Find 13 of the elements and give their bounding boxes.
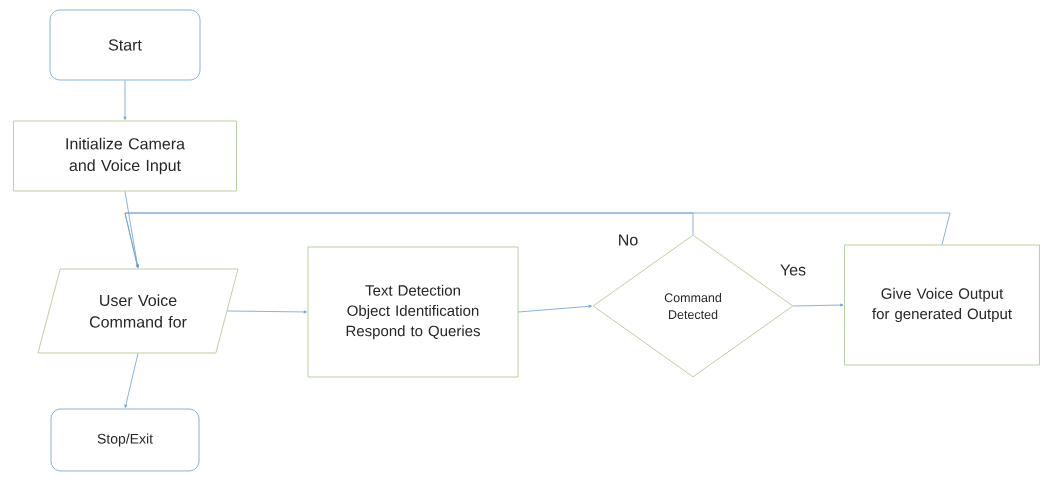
arrow [123,80,127,120]
process-box: Initialize Camera and Voice Input [13,120,237,192]
input-parallelogram: User Voice Command for [37,268,239,354]
process-box: Give Voice Output for generated Output [844,244,1040,366]
arrow [518,304,592,313]
arrow [226,310,307,314]
arrow [124,353,139,408]
process-box: Text Detection Object Identification Respond to Queries [307,246,519,378]
terminal-box: Stop/Exit [50,408,200,472]
terminal-box: Start [49,9,201,81]
arrow [124,212,951,268]
arrow [793,303,844,307]
edge-label: No [616,233,640,247]
